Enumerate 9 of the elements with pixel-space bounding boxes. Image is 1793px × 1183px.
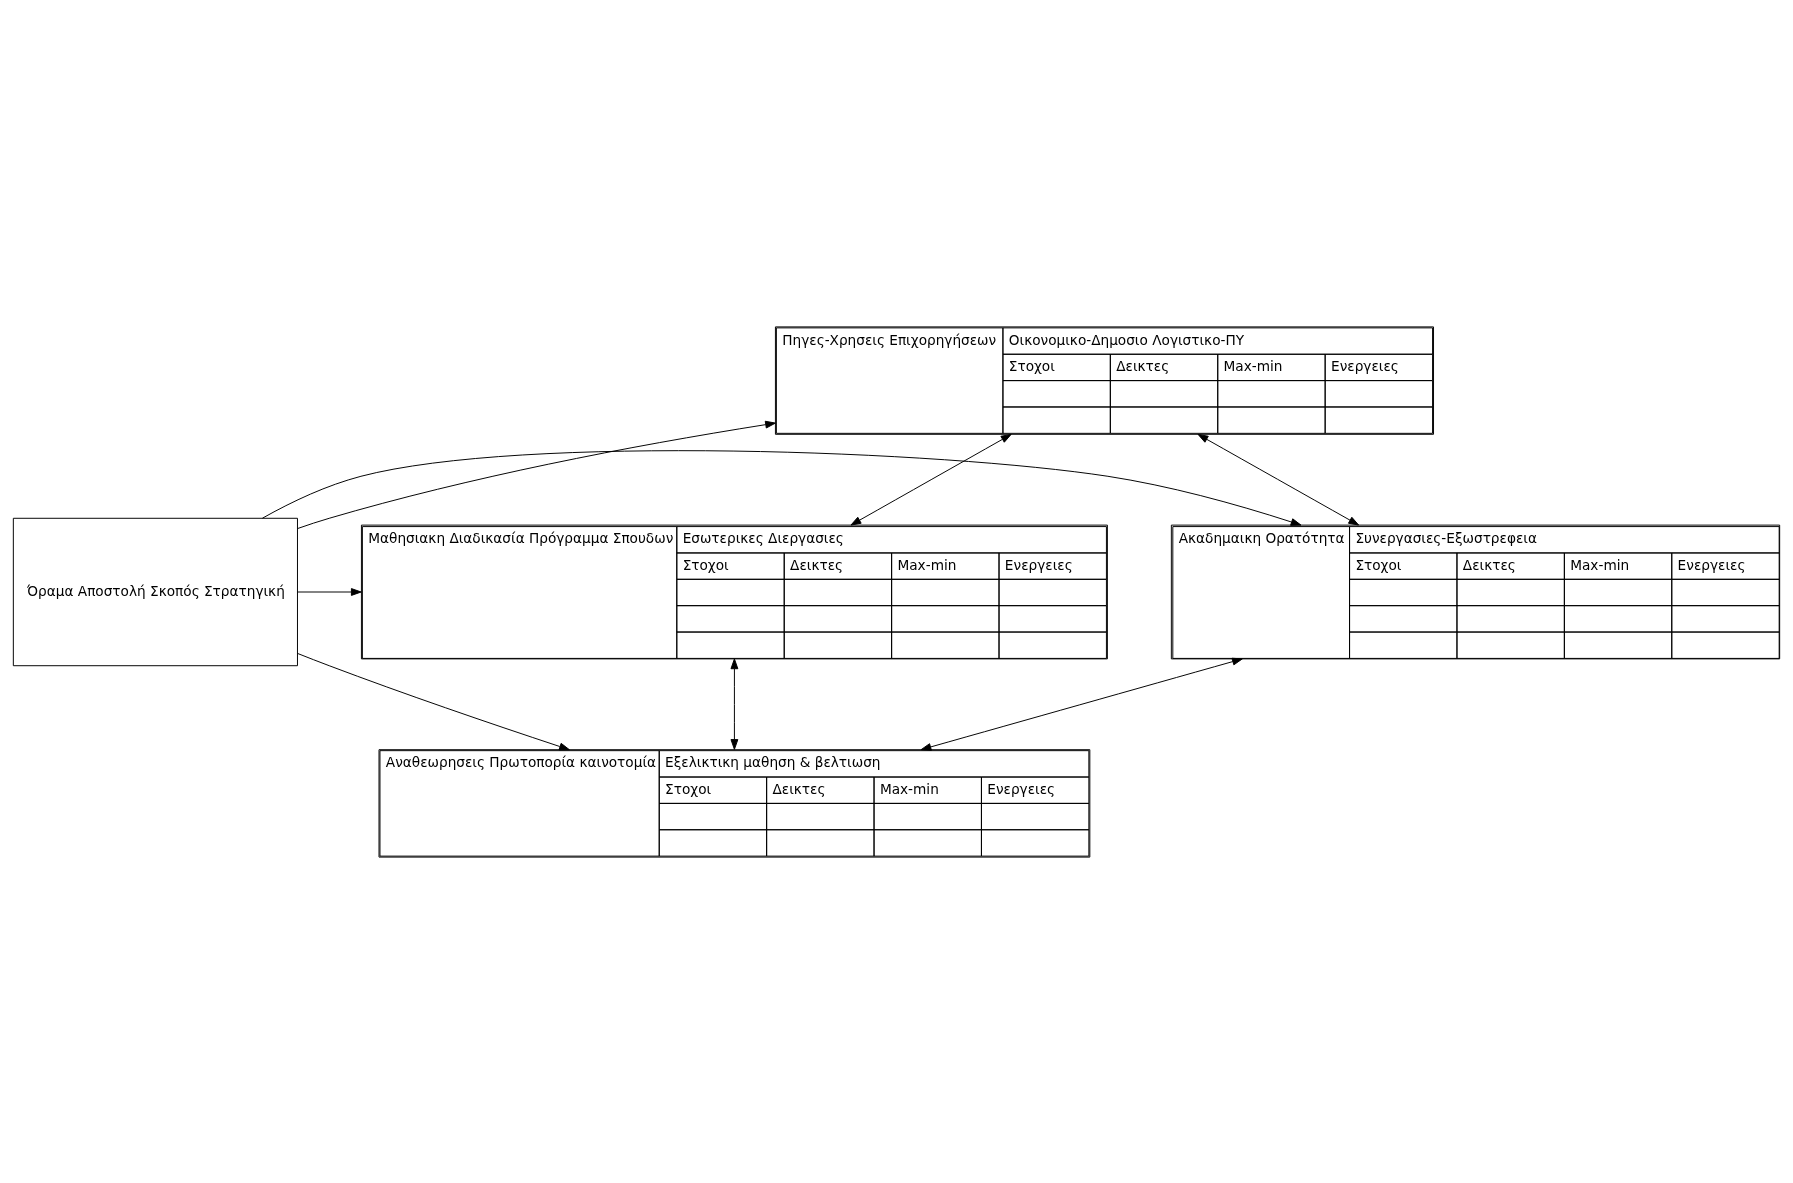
arrow (297, 587, 362, 596)
arrow (297, 420, 776, 529)
arrow (261, 449, 1302, 526)
node-box: Όραμα Αποστολή Σκοπός Στρατηγική (12, 517, 298, 666)
arrow (920, 657, 1243, 751)
arrow (730, 657, 739, 750)
arrow (850, 433, 1012, 526)
arrow (1197, 433, 1360, 526)
arrow (297, 652, 570, 750)
